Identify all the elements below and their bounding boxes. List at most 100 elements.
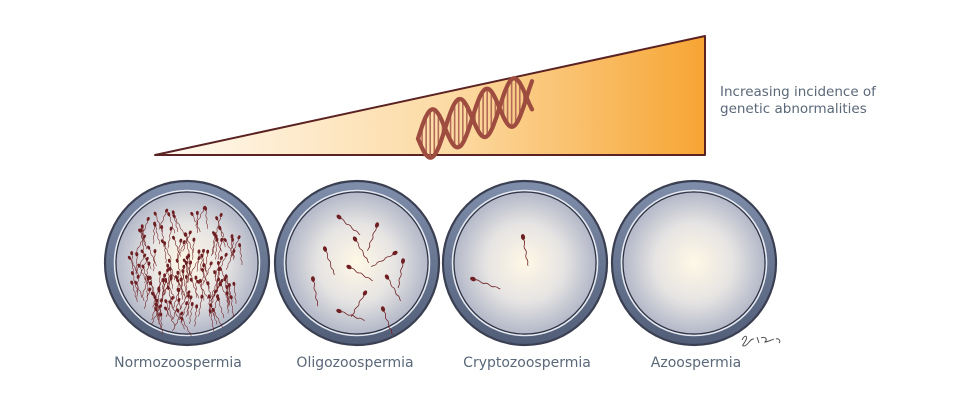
sperm-cell-icon (189, 277, 199, 299)
sperm-cell-icon (179, 290, 191, 311)
sperm-cell-icon (225, 291, 229, 314)
petri-dish-3 (441, 179, 609, 347)
sperm-cell-icon (187, 260, 193, 283)
sperm-cell-icon (149, 281, 157, 303)
sperm-cell-icon (311, 276, 319, 307)
sperm-cell-icon (172, 235, 181, 257)
sperm-cell-icon (384, 274, 401, 301)
sperm-cell-icon (134, 280, 145, 302)
sperm-cell-icon (223, 238, 236, 258)
sperm-cell-icon (213, 270, 218, 293)
sperm-cell-icon (520, 234, 529, 266)
sperm-cell-icon (203, 261, 213, 283)
sperm-cell-icon (351, 290, 368, 317)
sperm-cell-icon (371, 250, 398, 267)
sperm-cell-icon (194, 304, 199, 327)
sperm-cell-icon (154, 307, 162, 329)
sperm-cell-icon (166, 263, 170, 286)
sperm-cell-icon (158, 208, 169, 230)
sperm-cell-icon (158, 298, 163, 321)
sperm-cell-icon (212, 294, 219, 316)
sperm-cell-icon (192, 237, 196, 260)
sperm-cell-icon (212, 231, 222, 252)
sperm-cell-icon (172, 311, 184, 332)
sperm-cell-icon (182, 230, 192, 252)
sperm-cell-icon (159, 312, 163, 335)
sperm-cell-icon (184, 274, 188, 298)
sperm-cell-icon (183, 232, 190, 255)
sperm-cell-icon (470, 276, 501, 290)
sperm-cell-icon (336, 214, 361, 235)
sperm-cell-icon (161, 278, 165, 301)
annotation-line-1: Increasing incidence of (720, 84, 876, 100)
label-azoospermia: Azoospermia (650, 355, 742, 371)
sperm-cell-icon (176, 287, 181, 310)
sperm-cell-icon (352, 236, 369, 263)
sperm-cell-icon (204, 249, 210, 272)
sperm-cell-icon (206, 281, 212, 304)
sperm-cell-icon (194, 275, 198, 298)
sperm-cell-icon (144, 287, 152, 309)
sperm-cell-icon (189, 302, 194, 325)
sperm-cell-icon (137, 263, 148, 284)
sperm-cell-icon (336, 308, 365, 321)
sperm-cell-icon (218, 266, 230, 287)
sperm-cell-icon (200, 268, 210, 290)
sperm-cell-icon (141, 216, 150, 238)
label-normozoospermia: Normozoospermia (114, 355, 242, 371)
sperm-cell-icon (180, 316, 192, 337)
sperm-cell-icon (136, 274, 140, 297)
sperm-cell-icon (217, 260, 221, 284)
sperm-cell-icon (189, 256, 201, 276)
sperm-cell-icon (232, 281, 237, 304)
sperm-cell-icon (167, 226, 173, 249)
sperm-cell-icon (176, 238, 183, 261)
dna-helix-icon (415, 76, 535, 160)
sperm-cell-icon (179, 277, 183, 300)
sperm-cell-icon (199, 248, 205, 271)
sperm-cell-icon (180, 301, 189, 323)
sperm-cell-icon (153, 249, 157, 272)
sperm-cell-icon (195, 205, 207, 226)
artist-signature (741, 335, 781, 347)
sperm-cell-icon (181, 264, 186, 287)
sperm-cell-icon (195, 210, 199, 234)
label-oligozoospermia: Oligozoospermia (296, 355, 414, 371)
sperm-cell-icon (225, 249, 236, 270)
sperm-cell-icon (127, 255, 140, 276)
sperm-cell-icon (230, 234, 234, 257)
petri-dish-1 (103, 179, 271, 347)
sperm-cell-icon (176, 278, 186, 299)
sperm-cell-icon (153, 222, 161, 245)
sperm-cell-icon (200, 253, 208, 275)
sperm-cell-icon (196, 279, 209, 300)
sperm-cell-icon (130, 280, 138, 302)
sperm-cell-icon (164, 306, 176, 327)
sperm-cell-icon (163, 241, 167, 264)
sperm-cell-icon (190, 211, 201, 233)
sperm-cell-icon (212, 278, 224, 299)
sperm-cell-icon (165, 296, 175, 318)
annotation-line-2: genetic abnormalities (720, 101, 867, 117)
sperm-cell-icon (218, 252, 228, 274)
sperm-cell-icon (135, 253, 147, 274)
sperm-cell-icon (182, 258, 193, 279)
sperm-cell-icon (139, 256, 149, 278)
sperm-cell-icon (181, 269, 187, 292)
sperm-cell-icon (215, 213, 223, 235)
sperm-cell-icon (322, 246, 335, 275)
sperm-cell-icon (238, 243, 243, 266)
sperm-cell-icon (160, 239, 172, 260)
sperm-cell-icon (199, 278, 205, 301)
sperm-cell-icon (135, 252, 139, 275)
dish-row (103, 179, 778, 347)
sperm-cell-icon (380, 306, 393, 335)
sperm-cell-icon (146, 275, 150, 298)
sperm-cell-icon (138, 228, 148, 250)
sperm-cell-icon (229, 295, 234, 318)
sperm-cell-icon (153, 211, 163, 233)
sperm-cell-icon (167, 258, 176, 281)
sperm-cell-icon (224, 274, 232, 296)
sperm-cell-icon (140, 224, 146, 247)
